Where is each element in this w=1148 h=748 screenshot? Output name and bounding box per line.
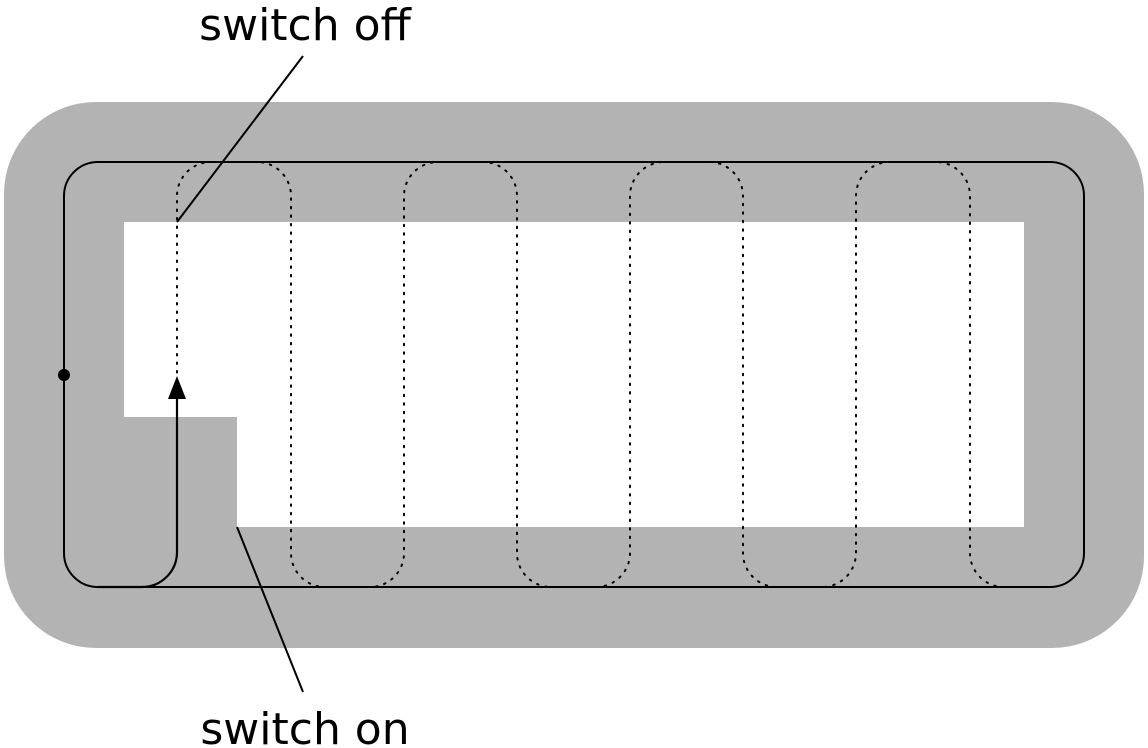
interior-area bbox=[124, 222, 1024, 527]
arrow-up-icon bbox=[168, 376, 186, 399]
switch-off-leader bbox=[176, 55, 304, 223]
start-marker bbox=[58, 369, 70, 381]
switch-on-leader bbox=[236, 526, 304, 693]
switch-off-label: switch off bbox=[199, 0, 412, 51]
approach-path bbox=[98, 398, 179, 589]
switch-on-label: switch on bbox=[200, 704, 409, 748]
